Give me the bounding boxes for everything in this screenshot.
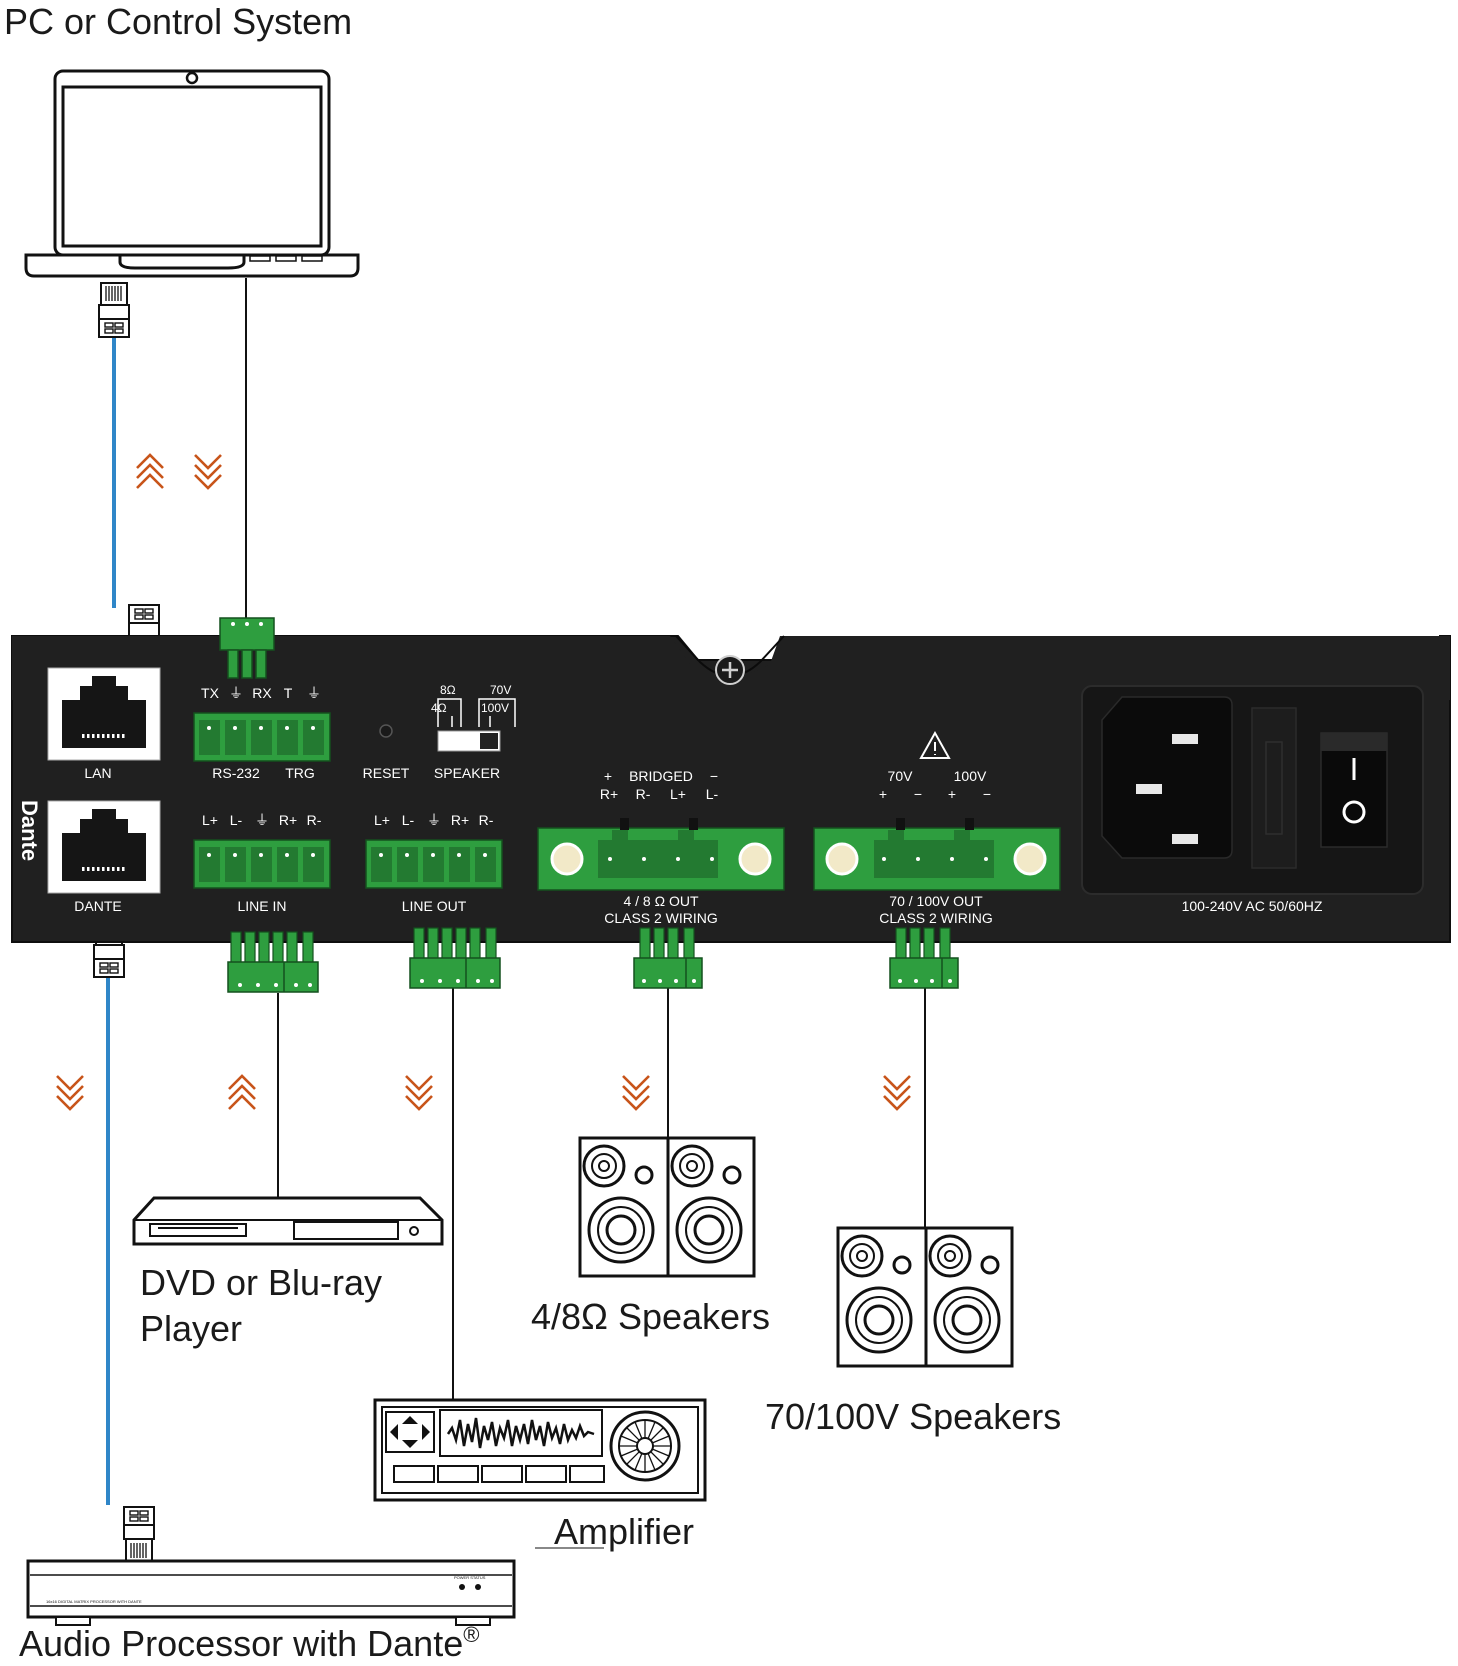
pin-label: ⏚ <box>255 812 269 828</box>
speaker-48-plug <box>633 927 703 989</box>
pin-label: L- <box>230 812 243 828</box>
speakers-48-label: 4/8Ω Speakers <box>531 1296 770 1337</box>
speaker-70100-plug <box>889 927 959 989</box>
laptop-icon <box>24 69 360 278</box>
pin-label: − <box>914 786 922 802</box>
dante-logo: Dante <box>17 800 42 861</box>
switch-label-8ohm: 8Ω <box>440 683 456 697</box>
speakers-70100-label: 70/100V Speakers <box>765 1396 1061 1437</box>
audio-processor-label: Audio Processor with Dante® <box>19 1622 479 1664</box>
iec-power-inlet-icon <box>1101 696 1233 859</box>
rj45-plug-icon <box>98 282 130 338</box>
pin-label: R- <box>307 812 322 828</box>
pin-label: L+ <box>670 786 686 802</box>
power-label: 100-240V AC 50/60HZ <box>1182 898 1323 914</box>
volt-label-100v: 100V <box>954 768 987 784</box>
switch-label-100v: 100V <box>481 701 509 715</box>
rj45-plug-icon <box>123 1506 155 1562</box>
pin-label: − <box>983 786 991 802</box>
pin-label: TX <box>201 685 220 701</box>
reset-label: RESET <box>363 765 410 781</box>
speaker-pair-48-icon <box>578 1136 756 1278</box>
speaker-mode-switch[interactable] <box>437 730 501 752</box>
lan-port[interactable] <box>47 667 161 761</box>
warning-icon <box>919 730 951 759</box>
audio-processor-label-text: Audio Processor with Dante <box>19 1623 463 1664</box>
pin-label: R- <box>479 812 494 828</box>
out-48-label: 4 / 8 Ω OUT <box>623 893 698 909</box>
line-out-terminal[interactable] <box>365 839 503 889</box>
pin-label: + <box>948 786 956 802</box>
bridged-label: BRIDGED <box>629 768 693 784</box>
pin-label: L- <box>402 812 415 828</box>
signal-down-arrow-icon <box>883 1075 911 1111</box>
out-70100-class: CLASS 2 WIRING <box>879 910 993 926</box>
signal-down-arrow-icon <box>194 454 222 490</box>
pin-label: L+ <box>202 812 218 828</box>
line-in-label: LINE IN <box>237 898 286 914</box>
amplifier-icon <box>373 1398 707 1502</box>
audio-processor-icon <box>26 1559 516 1626</box>
out-48-class: CLASS 2 WIRING <box>604 910 718 926</box>
pin-label: L- <box>706 786 719 802</box>
processor-model-caption: 16x16 DIGITAL MATRIX PROCESSOR WITH DANT… <box>46 1599 142 1604</box>
out-70100-label: 70 / 100V OUT <box>889 893 983 909</box>
signal-up-arrow-icon <box>228 1074 256 1110</box>
line-in-pin-labels: L+ L- ⏚ R+ R- <box>202 812 322 828</box>
switch-label-4ohm: 4Ω <box>431 701 447 715</box>
trg-label: TRG <box>285 765 315 781</box>
pin-label: R+ <box>451 812 469 828</box>
pin-label: R+ <box>600 786 618 802</box>
rs232-pin-labels: TX ⏚ RX T ⏚ <box>201 685 321 701</box>
dante-logo-text: Dante <box>17 800 42 861</box>
speaker-70100-terminal[interactable] <box>813 818 1061 891</box>
power-switch[interactable] <box>1320 732 1388 848</box>
processor-indicator-caption: POWER STATUS <box>454 1575 486 1580</box>
pin-label: L+ <box>374 812 390 828</box>
lan-label: LAN <box>84 765 111 781</box>
registered-mark: ® <box>463 1622 479 1647</box>
rs232-label: RS-232 <box>212 765 260 781</box>
pin-label: + <box>879 786 887 802</box>
speaker-pair-70100-icon <box>836 1226 1014 1368</box>
pin-label: RX <box>252 685 272 701</box>
dvd-label-line2: Player <box>140 1308 242 1349</box>
signal-down-arrow-icon <box>405 1075 433 1111</box>
pin-label: ⏚ <box>427 812 441 828</box>
dante-port[interactable] <box>47 800 161 894</box>
switch-label-70v: 70V <box>490 683 511 697</box>
dvd-player-icon <box>132 1196 444 1246</box>
dvd-label-line1: DVD or Blu-ray <box>140 1262 382 1303</box>
line-out-label: LINE OUT <box>402 898 467 914</box>
bridged-minus: − <box>710 768 718 784</box>
amplifier-label: Amplifier <box>554 1511 694 1552</box>
rs232-plug <box>219 617 275 679</box>
line-in-terminal[interactable] <box>193 839 331 889</box>
dante-port-label: DANTE <box>74 898 121 914</box>
line-out-pin-labels: L+ L- ⏚ R+ R- <box>374 812 494 828</box>
speaker-switch-diagram <box>437 698 516 727</box>
line-out-plug <box>409 927 501 989</box>
pin-label: ⏚ <box>229 685 243 701</box>
line-in-plug <box>227 931 319 993</box>
signal-down-arrow-icon <box>56 1075 84 1111</box>
pc-label: PC or Control System <box>4 1 352 42</box>
signal-down-arrow-icon <box>622 1075 650 1111</box>
bridged-plus: + <box>604 768 612 784</box>
pin-label: R- <box>636 786 651 802</box>
pin-label: ⏚ <box>307 685 321 701</box>
reset-button[interactable] <box>379 724 393 738</box>
signal-up-arrow-icon <box>136 453 164 489</box>
pin-label: R+ <box>279 812 297 828</box>
rs232-terminal[interactable] <box>193 712 331 762</box>
speaker-48-terminal[interactable] <box>537 818 785 891</box>
fuse-holder-icon <box>1251 707 1297 869</box>
volt-label-70v: 70V <box>888 768 914 784</box>
speaker-label: SPEAKER <box>434 765 500 781</box>
pin-label: T <box>284 685 293 701</box>
